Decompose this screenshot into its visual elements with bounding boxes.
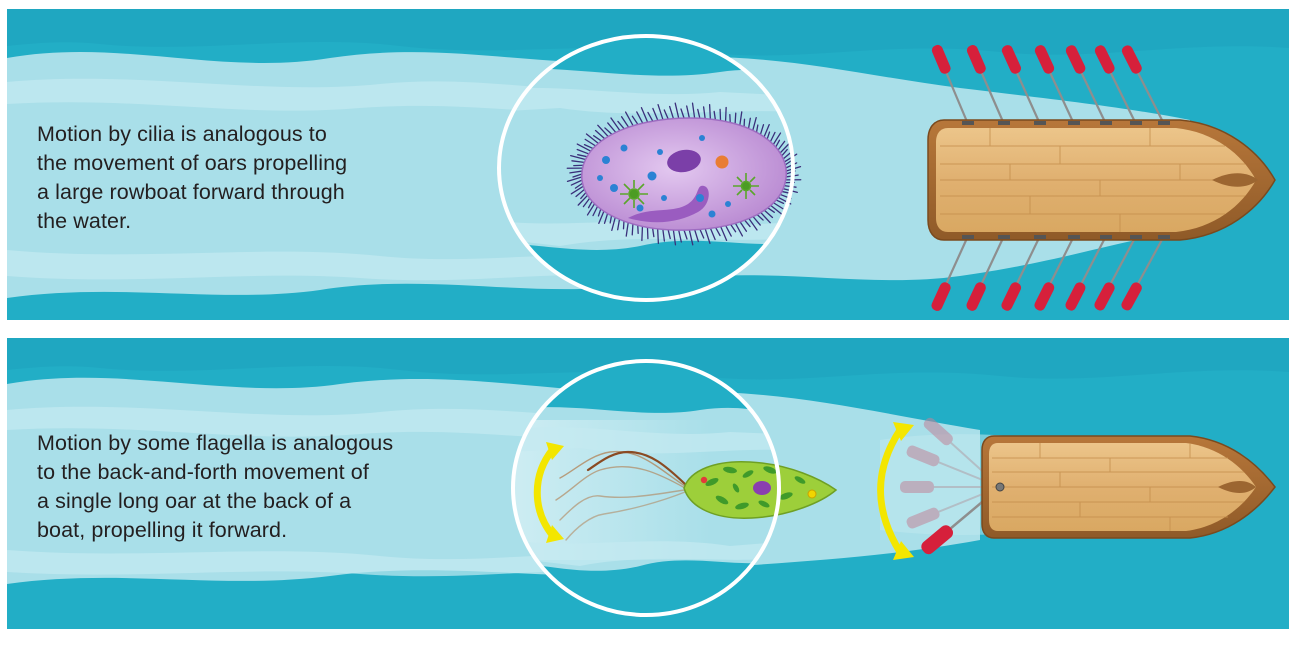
oarlock (998, 235, 1010, 239)
oarlock (998, 121, 1010, 125)
cilia-caption: Motion by cilia is analogous to the move… (37, 120, 457, 236)
oarlock (1130, 121, 1142, 125)
oarlock (1100, 235, 1112, 239)
oarlock (1068, 235, 1080, 239)
flagella-caption: Motion by some flagella is analogous to … (37, 429, 497, 545)
oarlock (1100, 121, 1112, 125)
contractile-vacuole (620, 180, 648, 208)
oarlock (962, 235, 974, 239)
oarlock (1158, 121, 1170, 125)
oarlock (1130, 235, 1142, 239)
oarlock (1158, 235, 1170, 239)
oarlock (962, 121, 974, 125)
oarlock (1068, 121, 1080, 125)
oarlock (1034, 235, 1046, 239)
oarlock (1034, 121, 1046, 125)
